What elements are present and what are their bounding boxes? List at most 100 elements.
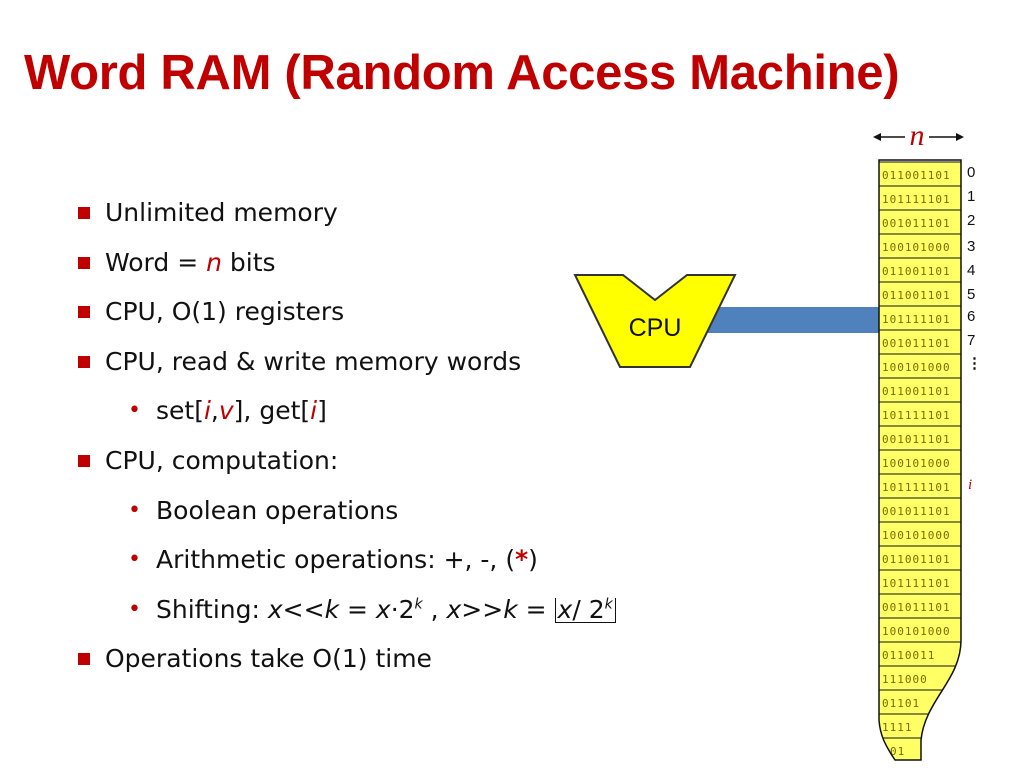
bullet-cpu-registers: CPU, O(1) registers bbox=[76, 297, 676, 347]
subbullet-boolean: • Boolean operations bbox=[76, 496, 676, 546]
memory-cell bbox=[879, 569, 961, 595]
memory-word: 001011101 bbox=[882, 601, 951, 614]
subbullet-arithmetic: • Arithmetic operations: +, -, (*) bbox=[76, 545, 676, 595]
var-i: i bbox=[203, 396, 211, 426]
square-bullet-icon bbox=[78, 355, 90, 368]
text-part: ) bbox=[528, 545, 538, 575]
round-bullet-icon: • bbox=[128, 547, 141, 573]
text-part: , bbox=[422, 594, 447, 624]
square-bullet-icon bbox=[78, 306, 90, 319]
round-bullet-icon: • bbox=[128, 596, 141, 622]
memory-word: 011001101 bbox=[882, 169, 951, 182]
memory-word: 001011101 bbox=[882, 433, 951, 446]
var-k: k bbox=[503, 594, 518, 624]
memory-cell bbox=[879, 641, 961, 667]
bullet-text: Unlimited memory bbox=[105, 198, 338, 227]
text-part: = bbox=[339, 594, 376, 624]
text-part: Shifting: bbox=[156, 594, 268, 624]
bullet-o1-time: Operations take O(1) time bbox=[76, 644, 676, 694]
memory-word: 001011101 bbox=[882, 505, 951, 518]
n-label: n bbox=[910, 119, 925, 152]
bullet-text: Operations take O(1) time bbox=[105, 644, 432, 674]
memory-word: 001011101 bbox=[882, 217, 951, 230]
memory-index-label: 2 bbox=[967, 212, 975, 229]
memory-cell bbox=[879, 401, 961, 427]
text-part: ], get[ bbox=[233, 396, 311, 426]
bullet-text: Boolean operations bbox=[156, 495, 399, 525]
text-part: << bbox=[282, 594, 325, 624]
bullet-text: CPU, O(1) registers bbox=[105, 297, 345, 327]
star-mark: * bbox=[515, 545, 529, 575]
var-x: x bbox=[375, 594, 391, 624]
memory-indices: 0 1 2 3 4 5 6 7 bbox=[967, 164, 975, 349]
memory-word: 101111101 bbox=[882, 577, 951, 590]
square-bullet-icon bbox=[78, 256, 90, 269]
memory-cell bbox=[879, 377, 961, 403]
text-part: >> bbox=[461, 594, 504, 624]
ellipsis-icon: ⋮ bbox=[967, 355, 982, 372]
memory-cell bbox=[879, 425, 961, 451]
subbullet-set-get: • set[i,v], get[i] bbox=[76, 396, 676, 446]
var-x: x bbox=[446, 594, 462, 624]
bullet-read-write: CPU, read & write memory words bbox=[76, 347, 676, 397]
memory-index-label: 1 bbox=[967, 188, 975, 205]
text-part: Arithmetic operations: +, -, ( bbox=[156, 545, 516, 575]
bullet-text: CPU, computation: bbox=[105, 445, 339, 475]
square-bullet-icon bbox=[78, 653, 90, 666]
square-bullet-icon bbox=[78, 207, 90, 219]
memory-word: 01 bbox=[890, 745, 905, 758]
var-v: v bbox=[218, 396, 234, 426]
cpu-label: CPU bbox=[629, 314, 682, 342]
bullet-computation: CPU, computation: bbox=[76, 446, 676, 496]
var-k: k bbox=[324, 594, 340, 624]
memory-word: 100101000 bbox=[882, 529, 951, 542]
memory-index-label: 7 bbox=[967, 332, 975, 349]
text-part: ] bbox=[317, 396, 327, 426]
memory-word: 011001101 bbox=[882, 553, 951, 566]
square-bullet-icon bbox=[78, 454, 90, 467]
memory-index-label: 5 bbox=[967, 286, 975, 303]
exp-k: k bbox=[414, 596, 423, 613]
arrow-head-icon bbox=[873, 133, 881, 141]
memory-cell bbox=[879, 449, 961, 475]
memory-word: 100101000 bbox=[882, 625, 951, 638]
var-n: n bbox=[206, 247, 222, 277]
arrow-head-icon bbox=[956, 133, 964, 141]
memory-word: 0110011 bbox=[882, 649, 935, 662]
bullet-text: CPU, read & write memory words bbox=[105, 346, 522, 376]
memory-bus bbox=[708, 307, 880, 333]
memory-cell bbox=[879, 257, 961, 283]
memory-word: 011001101 bbox=[882, 385, 951, 398]
bullet-unlimited-memory: Unlimited memory bbox=[76, 198, 676, 248]
exp-k: k bbox=[604, 596, 613, 613]
bullet-text: bits bbox=[221, 247, 276, 277]
memory-cell bbox=[879, 161, 961, 187]
memory-cell bbox=[879, 617, 961, 643]
memory-word: 100101000 bbox=[882, 241, 951, 254]
memory-word: 01101 bbox=[882, 697, 920, 710]
var-x: x bbox=[267, 594, 283, 624]
memory-word: 101111101 bbox=[882, 409, 951, 422]
round-bullet-icon: • bbox=[128, 398, 141, 424]
memory-cell bbox=[879, 185, 961, 211]
index-i-marker: i bbox=[968, 477, 972, 493]
memory-index-label: 4 bbox=[967, 262, 975, 279]
subbullet-shifting: • Shifting: x<<k = x·2k , x>>k = x/ 2k bbox=[76, 595, 676, 645]
text-part: set[ bbox=[156, 396, 204, 426]
memory-index-label: 6 bbox=[967, 308, 975, 325]
text-part: ·2 bbox=[390, 594, 415, 624]
memory-cell bbox=[879, 209, 961, 235]
floor-bracket: x/ 2k bbox=[554, 596, 616, 623]
slide-title: Word RAM (Random Access Machine) bbox=[24, 46, 900, 100]
memory-index-label: 0 bbox=[967, 164, 975, 181]
memory-cell bbox=[879, 281, 961, 307]
memory-word: 001011101 bbox=[882, 337, 951, 350]
var-i: i bbox=[310, 396, 318, 426]
memory-word: 1111 bbox=[882, 721, 913, 734]
memory-word: 101111101 bbox=[882, 481, 951, 494]
bullet-list: Unlimited memory Word = n bits CPU, O(1)… bbox=[76, 198, 676, 694]
memory-cell bbox=[879, 473, 961, 499]
memory-outline bbox=[878, 159, 962, 761]
memory-index-label: 3 bbox=[967, 238, 975, 255]
